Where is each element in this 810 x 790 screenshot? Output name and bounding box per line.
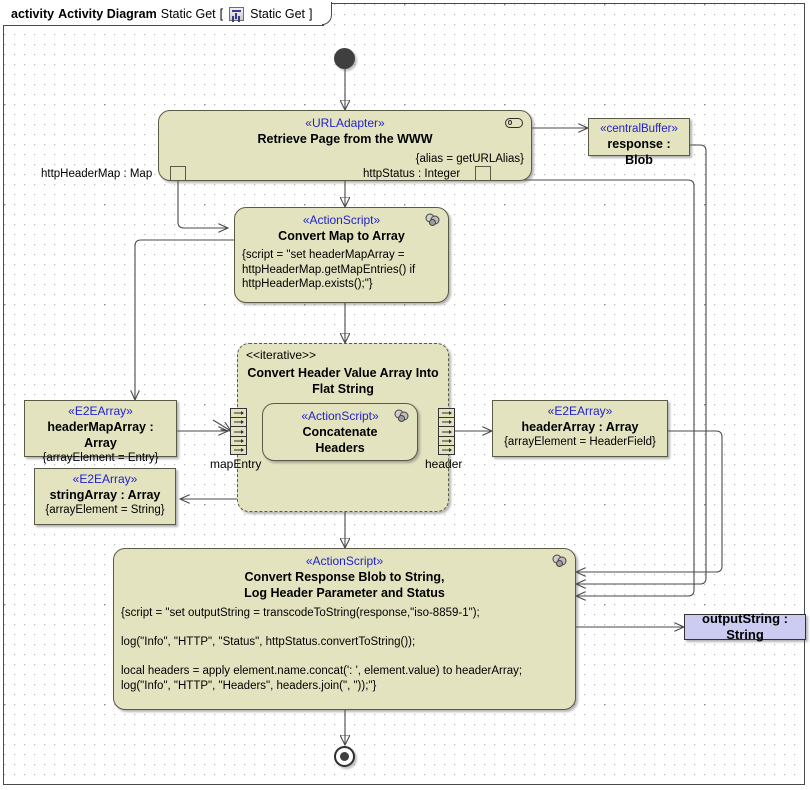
stereotype-label: «ActionScript» (301, 409, 379, 423)
object-attribute: {arrayElement = HeaderField} (504, 436, 656, 448)
script-icon (552, 554, 567, 567)
final-node (334, 746, 355, 767)
map-entry-expansion-node[interactable] (230, 408, 247, 455)
bracket-close: ] (309, 7, 313, 21)
object-string-array[interactable]: «E2EArray» stringArray : Array {arrayEle… (34, 468, 176, 525)
region-keyword: <<iterative>> (246, 348, 317, 362)
object-central-buffer[interactable]: «centralBuffer» response : Blob (588, 118, 690, 167)
action-title-line2: Log Header Parameter and Status (244, 586, 445, 600)
region-title-line2: Flat String (312, 382, 374, 396)
object-title: stringArray : Array (49, 488, 161, 502)
action-title: Retrieve Page from the WWW (257, 132, 433, 146)
object-attribute: {arrayElement = Entry} (42, 452, 159, 464)
action-script-body: {script = "set outputString = transcodeT… (121, 607, 523, 692)
object-header-array[interactable]: «E2EArray» headerArray : Array {arrayEle… (492, 400, 668, 457)
object-attribute: {arrayElement = String} (45, 504, 165, 516)
action-concatenate-headers[interactable]: «ActionScript» Concatenate Headers (262, 403, 418, 461)
action-title-line1: Convert Response Blob to String, (244, 570, 445, 584)
action-retrieve-page[interactable]: «URLAdapter» Retrieve Page from the WWW … (158, 110, 532, 181)
action-title-line2: Headers (315, 441, 365, 455)
object-title: headerMapArray : Array (47, 420, 154, 450)
object-title: headerArray : Array (521, 420, 639, 434)
action-convert-map-to-array[interactable]: «ActionScript» Convert Map to Array {scr… (234, 207, 449, 303)
stereotype-label: «ActionScript» (302, 213, 381, 227)
diagram-title-tab[interactable]: activity Activity Diagram Static Get [ S… (3, 3, 324, 26)
diagram-name-label: Static Get (160, 7, 216, 21)
map-entry-expansion-label: mapEntry (210, 457, 262, 471)
action-title: Convert Map to Array (278, 229, 405, 243)
object-title: outputString : String (702, 610, 788, 642)
object-title: response : Blob (607, 137, 671, 167)
initial-node (334, 48, 355, 69)
action-convert-response-blob[interactable]: «ActionScript» Convert Response Blob to … (113, 548, 576, 710)
pin-http-header-map-label: httpHeaderMap : Map (41, 168, 153, 180)
action-script-body: {script = "set headerMapArray = httpHead… (242, 249, 416, 290)
bracket-open: [ (219, 7, 224, 21)
diagram-kind-label: activity (11, 7, 55, 21)
action-constraint: {alias = getURLAlias} (415, 153, 524, 165)
diagram-type-label: Activity Diagram (58, 7, 157, 21)
diagram-icon (229, 7, 245, 21)
pin-http-status[interactable] (475, 166, 491, 181)
stereotype-label: «E2EArray» (68, 404, 133, 418)
stereotype-label: «E2EArray» (72, 472, 138, 486)
header-expansion-label: header (425, 457, 463, 471)
pin-http-header-map[interactable] (170, 166, 186, 181)
final-node-core (340, 752, 349, 761)
stereotype-label: «centralBuffer» (600, 123, 678, 135)
stereotype-label: «ActionScript» (305, 554, 384, 568)
adapter-icon (505, 118, 523, 128)
object-header-map-array[interactable]: «E2EArray» headerMapArray : Array {array… (24, 400, 177, 464)
script-icon (394, 409, 409, 422)
stereotype-label: «URLAdapter» (305, 116, 385, 130)
pin-http-status-label: httpStatus : Integer (363, 168, 461, 180)
stereotype-label: «E2EArray» (547, 404, 613, 418)
object-output-string[interactable]: outputString : String (684, 610, 806, 642)
action-title-line1: Concatenate (302, 425, 378, 439)
region-title-line1: Convert Header Value Array Into (247, 366, 439, 380)
diagram-element-label: Static Get (250, 7, 306, 21)
script-icon (425, 213, 440, 226)
header-expansion-node[interactable] (438, 408, 455, 455)
